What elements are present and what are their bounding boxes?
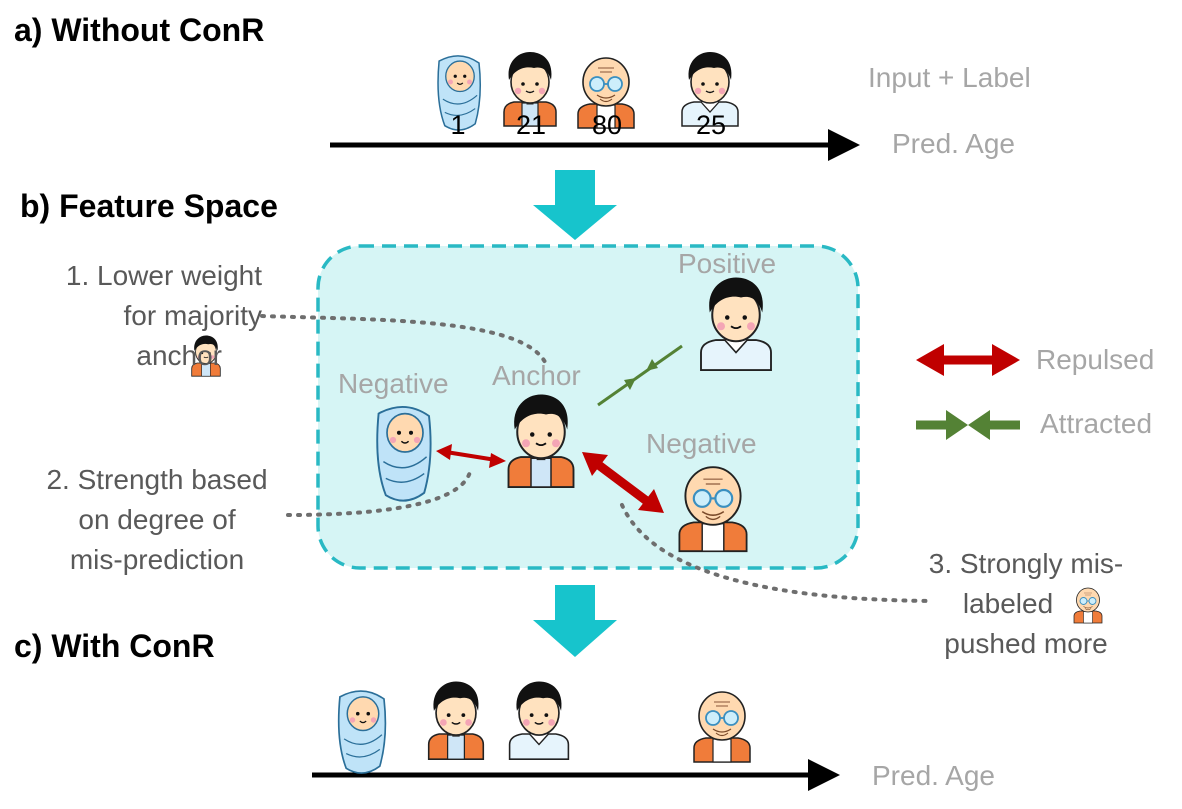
age-label: 80: [591, 110, 623, 140]
input-label: Input + Label: [868, 62, 1031, 93]
bottom-adult-blue-icon: [510, 682, 569, 760]
note-3-line: pushed more: [944, 628, 1108, 659]
bottom-axis-arrowhead: [808, 759, 840, 791]
note-2-line: 2. Strength based: [46, 464, 268, 495]
bottom-baby-icon: [337, 690, 387, 774]
note-2-line: on degree of: [78, 504, 236, 535]
note-2-line: mis-prediction: [69, 544, 245, 575]
negative-right-label: Negative: [646, 428, 757, 459]
legend-attracted-label: Attracted: [1040, 408, 1153, 439]
note-2: 2. Strength based on degree of mis-predi…: [24, 460, 290, 580]
legend-repulsed-arrow: [916, 344, 1020, 376]
down-arrow-top: [533, 170, 617, 240]
anchor-label: Anchor: [492, 360, 581, 391]
note-1-line: 1. Lower weight: [65, 260, 262, 291]
negative-baby-icon: [376, 405, 432, 502]
top-axis-arrowhead: [828, 129, 860, 161]
repulse-arrow-small: [436, 444, 506, 468]
note-3-line: labeled: [962, 588, 1054, 619]
positive-label: Positive: [678, 248, 777, 279]
repulse-arrow-large: [582, 452, 664, 513]
bottom-elder-icon: [693, 691, 751, 763]
legend-repulsed-label: Repulsed: [1036, 344, 1155, 375]
negative-left-label: Negative: [338, 368, 449, 399]
attract-arrow-pair: [597, 344, 683, 407]
legend-attracted-arrow: [916, 410, 1020, 440]
note-3: 3. Strongly mis- labeled pushed more: [906, 544, 1146, 664]
dotted-connector-note2: [286, 470, 472, 517]
age-label: 25: [695, 110, 727, 140]
anchor-icon: [509, 395, 574, 488]
bottom-adult-orange-icon: [429, 682, 484, 760]
note-3-line: 3. Strongly mis-: [928, 548, 1124, 579]
top-pred-age-label: Pred. Age: [892, 128, 1015, 159]
section-title-c: c) With ConR: [14, 628, 215, 664]
dotted-connector-note1: [260, 314, 547, 364]
section-title-b: b) Feature Space: [20, 188, 278, 224]
age-label: 21: [515, 110, 547, 140]
age-label: 1: [450, 110, 466, 140]
section-title-a: a) Without ConR: [14, 12, 265, 48]
negative-elder-icon: [678, 466, 748, 553]
note-1: 1. Lower weight for majority anchor: [30, 256, 262, 376]
down-arrow-bottom: [533, 585, 617, 657]
note-1-line: for majority: [123, 300, 262, 331]
dotted-connector-note3: [620, 503, 934, 603]
bottom-pred-age-label: Pred. Age: [872, 760, 995, 791]
note-1-line: anchor: [136, 340, 222, 371]
